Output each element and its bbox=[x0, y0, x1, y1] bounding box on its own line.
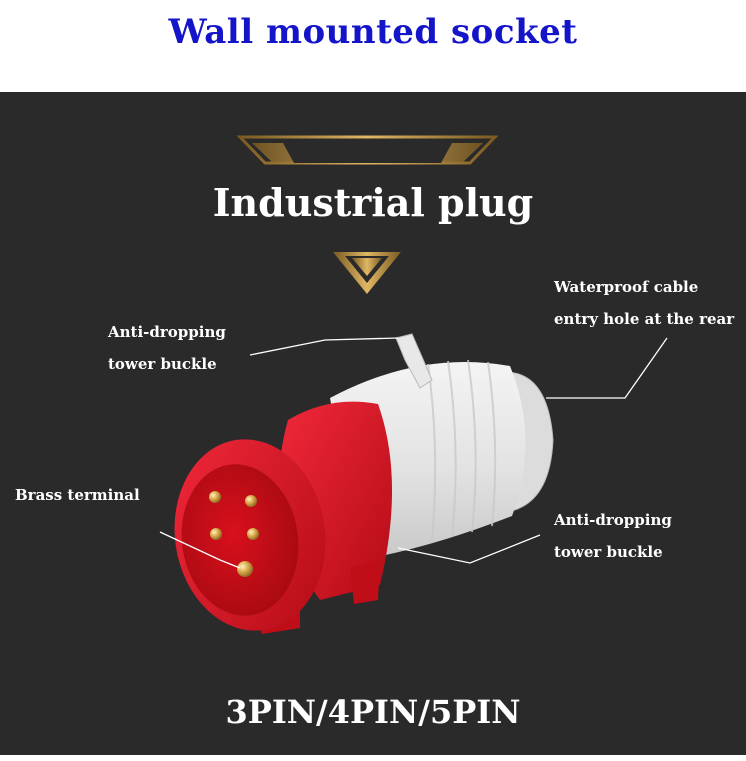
industrial-plug-image bbox=[174, 333, 554, 634]
callout-cable-entry-line1: Waterproof cable bbox=[554, 278, 699, 296]
callout-buckle-top: Anti-dropping tower buckle bbox=[108, 316, 226, 380]
callout-leader-lines bbox=[159, 337, 668, 569]
product-heading: Industrial plug bbox=[212, 180, 534, 225]
callout-buckle-bottom-line1: Anti-dropping bbox=[554, 511, 672, 529]
callout-brass-terminal-line1: Brass terminal bbox=[15, 486, 140, 504]
top-chevron-ornament bbox=[236, 135, 499, 165]
callout-brass-terminal: Brass terminal bbox=[15, 479, 140, 511]
callout-cable-entry-line2: entry hole at the rear bbox=[554, 310, 735, 328]
callout-buckle-bottom-line2: tower buckle bbox=[554, 543, 663, 561]
top-banner: Wall mounted socket bbox=[0, 0, 746, 92]
callout-buckle-bottom: Anti-dropping tower buckle bbox=[554, 504, 672, 568]
pin-variants-text: 3PIN/4PIN/5PIN bbox=[225, 693, 521, 731]
bottom-strip bbox=[0, 755, 746, 761]
callout-buckle-top-line2: tower buckle bbox=[108, 355, 217, 373]
down-chevron-ornament bbox=[333, 252, 401, 294]
page-title: Wall mounted socket bbox=[168, 12, 578, 52]
callout-buckle-top-line1: Anti-dropping bbox=[108, 323, 226, 341]
callout-cable-entry: Waterproof cable entry hole at the rear bbox=[554, 271, 734, 335]
